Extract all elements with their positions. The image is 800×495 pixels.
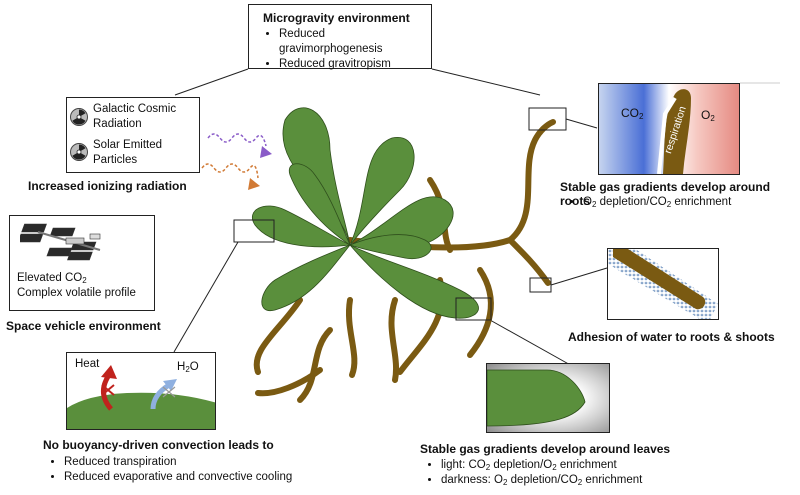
microgravity-bullet-1: Reduced gravimorphogenesis bbox=[279, 27, 423, 57]
adhesion-illustration bbox=[608, 249, 718, 319]
co2-label: CO2 bbox=[621, 106, 644, 121]
vehicle-line-2: Complex volatile profile bbox=[17, 287, 136, 299]
vehicle-text: Elevated CO2 Complex volatile profile bbox=[17, 271, 136, 301]
water-arrow bbox=[150, 382, 171, 410]
line-microgravity-right bbox=[431, 68, 541, 96]
radiation-item-1: Galactic Cosmic Radiation bbox=[93, 103, 177, 130]
line-roots-gas bbox=[565, 118, 598, 129]
radiation-icon-1 bbox=[70, 108, 88, 126]
microgravity-bullet-2: Reduced gravitropism bbox=[279, 57, 423, 72]
microgravity-title: Microgravity environment bbox=[263, 11, 410, 25]
line-convection bbox=[173, 241, 239, 353]
blocked-heat-icon bbox=[101, 384, 115, 396]
leaves-gas-panel bbox=[486, 363, 610, 433]
convection-box: Heat H2O bbox=[66, 352, 216, 430]
leaves-gas-bullet-light: light: CO2 depletion/O2 enrichment bbox=[441, 458, 642, 473]
leaves-gas-bullets: light: CO2 depletion/O2 enrichment darkn… bbox=[425, 458, 642, 488]
roots-gas-panel: CO2 O2 respiration bbox=[598, 83, 740, 175]
roots-gas-title: Stable gas gradients develop around root… bbox=[560, 180, 771, 208]
convection-illustration bbox=[67, 365, 215, 429]
vehicle-line-1: Elevated CO2 bbox=[17, 272, 87, 285]
vehicle-caption: Space vehicle environment bbox=[6, 319, 161, 333]
radiation-box bbox=[66, 97, 200, 173]
line-microgravity-left bbox=[174, 68, 249, 96]
radiation-item-2: Solar Emitted Particles bbox=[93, 139, 163, 166]
callout-leaf-edge bbox=[455, 297, 492, 321]
purple-wave bbox=[207, 133, 267, 147]
o2-label: O2 bbox=[701, 108, 715, 123]
roots-gas-gradient bbox=[599, 84, 739, 174]
adhesion-caption: Adhesion of water to roots & shoots bbox=[568, 330, 775, 344]
radiation-icon-2 bbox=[70, 143, 88, 161]
heat-arrowhead-icon bbox=[101, 365, 117, 379]
convection-bullets: Reduced transpiration Reduced evaporativ… bbox=[48, 455, 292, 485]
root-shape bbox=[663, 89, 691, 174]
microgravity-box: Microgravity environment Reduced gravimo… bbox=[248, 4, 432, 72]
line-adhesion bbox=[550, 267, 608, 286]
blocked-water-icon bbox=[162, 386, 176, 398]
purple-arrowhead-icon bbox=[260, 146, 272, 158]
roots-gas-bullet: O2 depletion/CO2 enrichment bbox=[583, 195, 731, 210]
root-segment bbox=[613, 249, 706, 310]
convection-title: No buoyancy-driven convection leads to bbox=[43, 438, 274, 452]
orange-arrowhead-icon bbox=[248, 178, 260, 190]
radiation-wave-arrows bbox=[201, 133, 272, 190]
callout-root-tip bbox=[528, 107, 567, 131]
callout-root-water bbox=[529, 277, 552, 293]
leaf-edge-shape bbox=[487, 369, 586, 427]
space-station-icon bbox=[20, 223, 101, 261]
radiation-caption: Increased ionizing radiation bbox=[28, 179, 187, 193]
leaves-gas-gradient bbox=[487, 364, 609, 432]
heat-label: Heat bbox=[75, 358, 100, 370]
roots-gas-bullets: O2 depletion/CO2 enrichment bbox=[567, 195, 731, 210]
leaves-gas-bullet-dark: darkness: O2 depletion/CO2 enrichment bbox=[441, 473, 642, 488]
plant-leaves bbox=[252, 107, 479, 319]
water-arrowhead-icon bbox=[163, 379, 177, 391]
leaves-gas-title: Stable gas gradients develop around leav… bbox=[420, 442, 671, 456]
callout-leaf-surface bbox=[233, 219, 275, 243]
water-label: H2O bbox=[177, 361, 199, 374]
adhesion-panel bbox=[607, 248, 719, 320]
orange-wave bbox=[201, 163, 259, 179]
convection-bullet-2: Reduced evaporative and convective cooli… bbox=[64, 470, 292, 485]
convection-bullet-1: Reduced transpiration bbox=[64, 455, 292, 470]
